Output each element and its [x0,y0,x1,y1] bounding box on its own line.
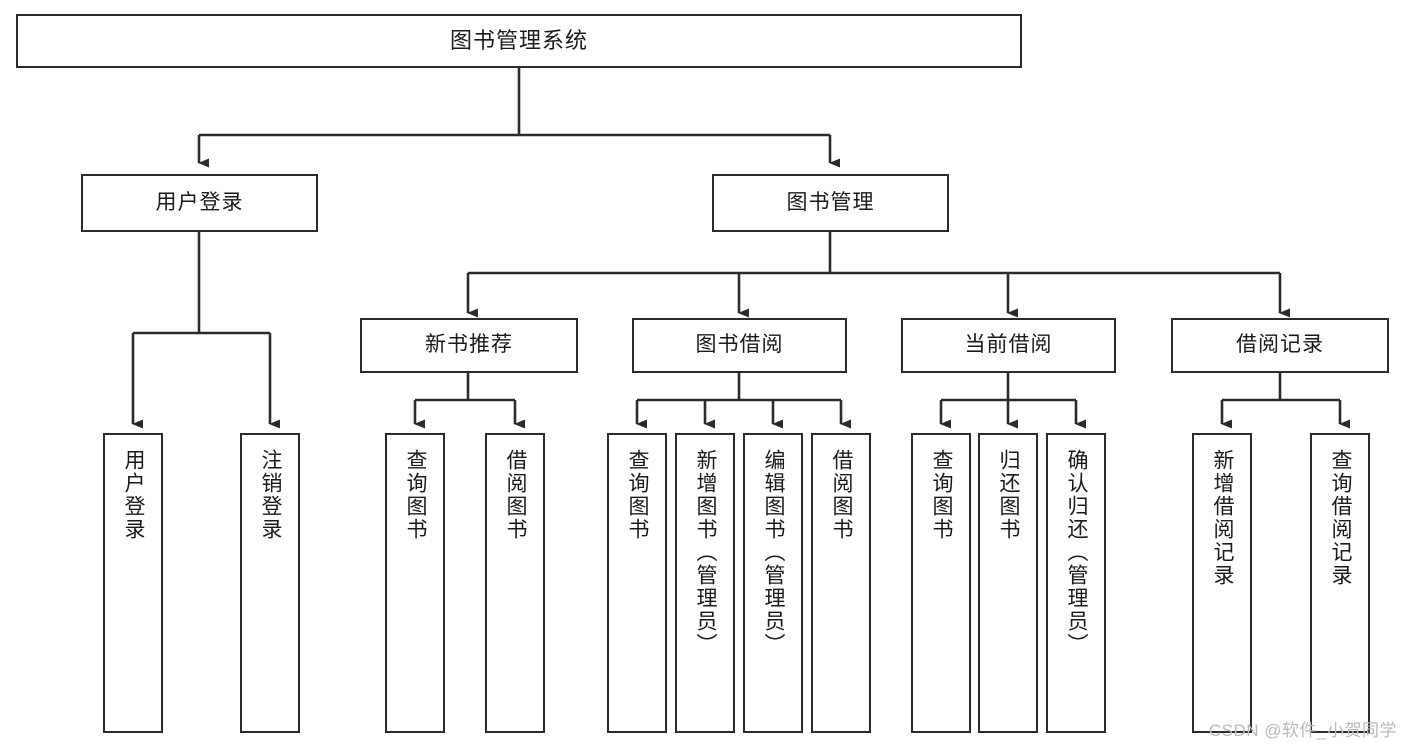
node-leaf-logout-label: 注销登录 [259,449,283,541]
node-book-manage[interactable]: 图书管理 [712,174,949,232]
node-leaf-query-record-label: 查询借阅记录 [1329,449,1353,587]
node-borrow-record[interactable]: 借阅记录 [1171,318,1389,373]
node-leaf-return-book[interactable]: 归还图书 [978,433,1038,733]
node-book-manage-label: 图书管理 [786,190,875,214]
node-leaf-user-login-label: 用户登录 [122,449,146,541]
node-leaf-add-record-label: 新增借阅记录 [1211,449,1235,587]
node-leaf-confirm-return[interactable]: 确认归还（管理员） [1046,433,1106,733]
node-leaf-add-record[interactable]: 新增借阅记录 [1192,433,1252,733]
node-leaf-borrow-book-1-label: 借阅图书 [504,449,528,541]
node-leaf-query-book-3-label: 查询图书 [930,449,954,541]
node-user-login-label: 用户登录 [155,190,244,214]
node-leaf-borrow-book-1[interactable]: 借阅图书 [485,433,545,733]
node-leaf-borrow-book-2[interactable]: 借阅图书 [811,433,871,733]
node-leaf-edit-book[interactable]: 编辑图书（管理员） [743,433,803,733]
node-leaf-logout[interactable]: 注销登录 [240,433,300,733]
node-leaf-confirm-return-label: 确认归还（管理员） [1065,449,1089,656]
node-current-borrow[interactable]: 当前借阅 [901,318,1116,373]
node-new-book-recommend[interactable]: 新书推荐 [360,318,578,373]
node-leaf-user-login[interactable]: 用户登录 [103,433,163,733]
node-book-borrow[interactable]: 图书借阅 [632,318,847,373]
node-leaf-query-book-1-label: 查询图书 [404,449,428,541]
node-leaf-edit-book-label: 编辑图书（管理员） [762,449,786,656]
node-leaf-query-record[interactable]: 查询借阅记录 [1310,433,1370,733]
node-leaf-add-book-label: 新增图书（管理员） [694,449,718,656]
node-leaf-query-book-2[interactable]: 查询图书 [607,433,667,733]
node-current-borrow-label: 当前借阅 [964,333,1053,357]
node-user-login[interactable]: 用户登录 [81,174,318,232]
node-leaf-add-book[interactable]: 新增图书（管理员） [675,433,735,733]
node-root-label: 图书管理系统 [449,28,588,54]
node-leaf-query-book-2-label: 查询图书 [626,449,650,541]
node-leaf-return-book-label: 归还图书 [997,449,1021,541]
node-new-book-recommend-label: 新书推荐 [425,333,513,357]
node-borrow-record-label: 借阅记录 [1236,333,1324,357]
watermark: CSDN @软件_小贺同学 [1208,721,1397,740]
node-root[interactable]: 图书管理系统 [16,14,1022,68]
node-book-borrow-label: 图书借阅 [695,333,784,357]
node-leaf-borrow-book-2-label: 借阅图书 [830,449,854,541]
node-leaf-query-book-3[interactable]: 查询图书 [911,433,971,733]
node-leaf-query-book-1[interactable]: 查询图书 [385,433,445,733]
